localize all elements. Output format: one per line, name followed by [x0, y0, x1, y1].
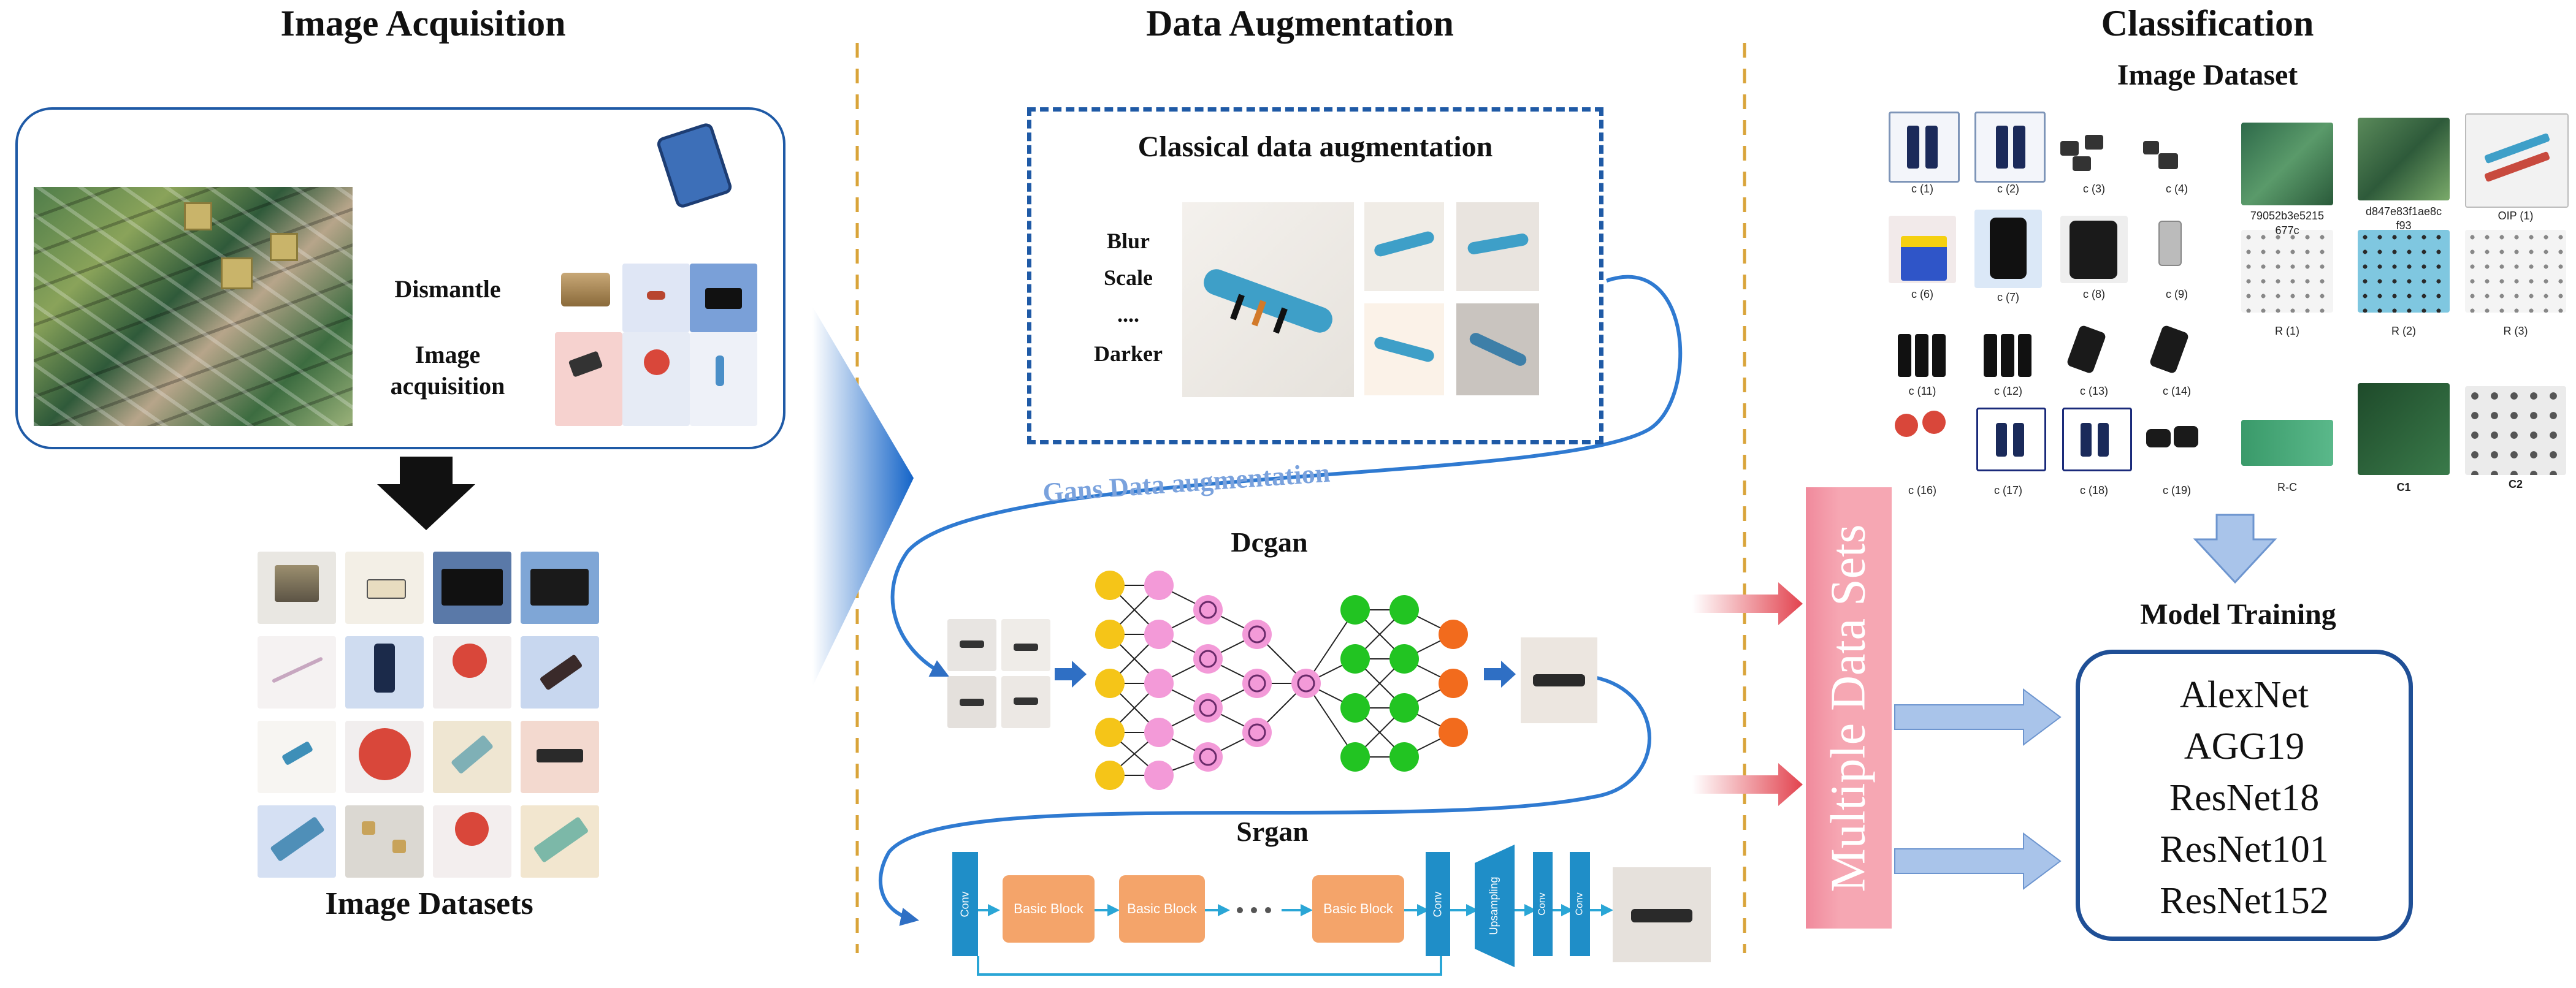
- dataset-label: c (8): [2083, 288, 2105, 300]
- srgan-conv-3: Conv: [1533, 852, 1553, 956]
- dataset-label: c (12): [1993, 385, 2022, 397]
- resistor-photo-small: [1456, 202, 1539, 291]
- dataset-label: c (17): [1993, 484, 2022, 496]
- model-resnet18: ResNet18: [2169, 777, 2320, 819]
- blue-arrow-lower: [1894, 832, 2062, 890]
- blue-arrow-upper: [1894, 688, 2062, 746]
- basic-block-label: Basic Block: [1127, 901, 1197, 916]
- dataset-label: 677c: [2275, 224, 2299, 237]
- classical-augmentation-box: [1027, 107, 1603, 444]
- dataset-label: OIP (1): [2498, 210, 2534, 222]
- basic-block-label: Basic Block: [1323, 901, 1393, 916]
- dataset-label: C1: [2396, 481, 2411, 493]
- model-alexnet: AlexNet: [2179, 674, 2309, 716]
- down-arrow: [377, 457, 475, 530]
- model-training-panel: AlexNet AGG19 ResNet18 ResNet101 ResNet1…: [2076, 650, 2413, 941]
- dataset-label: R-C: [2277, 481, 2297, 493]
- conv-label: Conv: [958, 891, 971, 918]
- srgan-output-photo: [1613, 867, 1711, 962]
- augmentation-op-blur: Blur: [1106, 229, 1150, 253]
- image-datasets-title: Image Datasets: [325, 886, 533, 921]
- dataset-label: R (2): [2391, 325, 2416, 337]
- dataset-label: c (9): [2166, 288, 2188, 300]
- srgan-conv-4: Conv: [1570, 852, 1590, 956]
- dataset-label: d847e83f1ae8c: [2365, 205, 2442, 218]
- model-agg19: AGG19: [2184, 726, 2305, 767]
- dataset-label: c (6): [1911, 288, 1933, 300]
- image-acquisition-label-2: acquisition: [390, 372, 505, 400]
- resistor-photo-small: [1364, 202, 1444, 291]
- srgan-basic-block-1: Basic Block: [1003, 875, 1095, 943]
- augmentation-op-ellipsis: ....: [1117, 302, 1139, 327]
- image-dataset-title: Image Dataset: [2117, 59, 2298, 91]
- red-arrow-lower: [1692, 763, 1803, 806]
- dataset-label: c (11): [1908, 385, 1936, 397]
- dcgan-input-grid: [947, 619, 1052, 729]
- dataset-label: C2: [2508, 478, 2523, 490]
- basic-block-label: Basic Block: [1014, 901, 1084, 916]
- model-training-title: Model Training: [2140, 598, 2336, 631]
- chip-icon: [221, 257, 253, 289]
- image-acquisition-title: Image Acquisition: [280, 3, 566, 44]
- dataset-label: R (3): [2503, 325, 2528, 337]
- conv-label: Conv: [1431, 891, 1444, 918]
- dcgan-srgan-curve: [878, 675, 1651, 926]
- dataset-label: c (19): [2162, 484, 2191, 496]
- red-arrow-upper: [1692, 582, 1803, 625]
- multiple-data-sets-panel: Multiple Data Sets: [1806, 487, 1892, 929]
- image-acquisition-label-1: Image: [415, 341, 481, 368]
- dataset-label: f93: [2396, 219, 2412, 232]
- dataset-label: c (18): [2079, 484, 2108, 496]
- dataset-collage: c (1) c (2) c (3) c (4) 79052b3e5215 677…: [1886, 110, 2576, 503]
- dataset-label: c (1): [1911, 183, 1933, 195]
- dataset-label: c (3): [2083, 183, 2105, 195]
- model-resnet152: ResNet152: [2160, 880, 2329, 922]
- srgan-conv-1: Conv: [952, 852, 978, 956]
- dismantle-label: Dismantle: [394, 275, 501, 303]
- dataset-label: c (7): [1997, 291, 2019, 303]
- srgan-network: [977, 904, 1613, 976]
- srgan-basic-block-3: Basic Block: [1312, 875, 1404, 943]
- resistor-photo-large: [1182, 202, 1354, 397]
- resistor-photo-small: [1364, 303, 1444, 395]
- component-collage: [555, 264, 757, 426]
- dcgan-title: Dcgan: [1231, 526, 1308, 558]
- srgan-title: Srgan: [1236, 816, 1309, 847]
- augmentation-op-darker: Darker: [1094, 341, 1163, 366]
- chip-icon: [184, 202, 212, 230]
- classical-augmentation-title: Classical data augmentation: [1137, 131, 1493, 163]
- dataset-label: c (16): [1908, 484, 1936, 496]
- resistor-photo-small: [1456, 303, 1539, 395]
- srgan-basic-block-2: Basic Block: [1119, 875, 1205, 943]
- srgan-upsampling: Upsampling: [1475, 845, 1515, 967]
- gans-curve: [890, 275, 1683, 677]
- classification-title: Classification: [2101, 3, 2314, 44]
- dcgan-network: [1095, 571, 1468, 790]
- dataset-label: R (1): [2275, 325, 2299, 337]
- model-resnet101: ResNet101: [2160, 829, 2329, 870]
- srgan-conv-2: Conv: [1426, 852, 1450, 956]
- dataset-label: 79052b3e5215: [2250, 210, 2325, 222]
- data-augmentation-title: Data Augmentation: [1146, 3, 1454, 44]
- flow-triangle: [812, 306, 914, 686]
- chip-icon: [270, 233, 298, 261]
- image-datasets-grid: [258, 552, 601, 878]
- conv-label: Conv: [1574, 892, 1585, 916]
- multiple-data-sets-label: Multiple Data Sets: [1821, 524, 1876, 892]
- augmentation-op-scale: Scale: [1104, 265, 1153, 290]
- dcgan-output-photo: [1521, 637, 1597, 723]
- dataset-label: c (4): [2166, 183, 2188, 195]
- dataset-down-arrow: [2193, 514, 2277, 584]
- upsampling-label: Upsampling: [1488, 876, 1500, 935]
- conv-label: Conv: [1537, 892, 1548, 916]
- dataset-label: c (14): [2162, 385, 2191, 397]
- dataset-label: c (2): [1997, 183, 2019, 195]
- dataset-label: c (13): [2079, 385, 2108, 397]
